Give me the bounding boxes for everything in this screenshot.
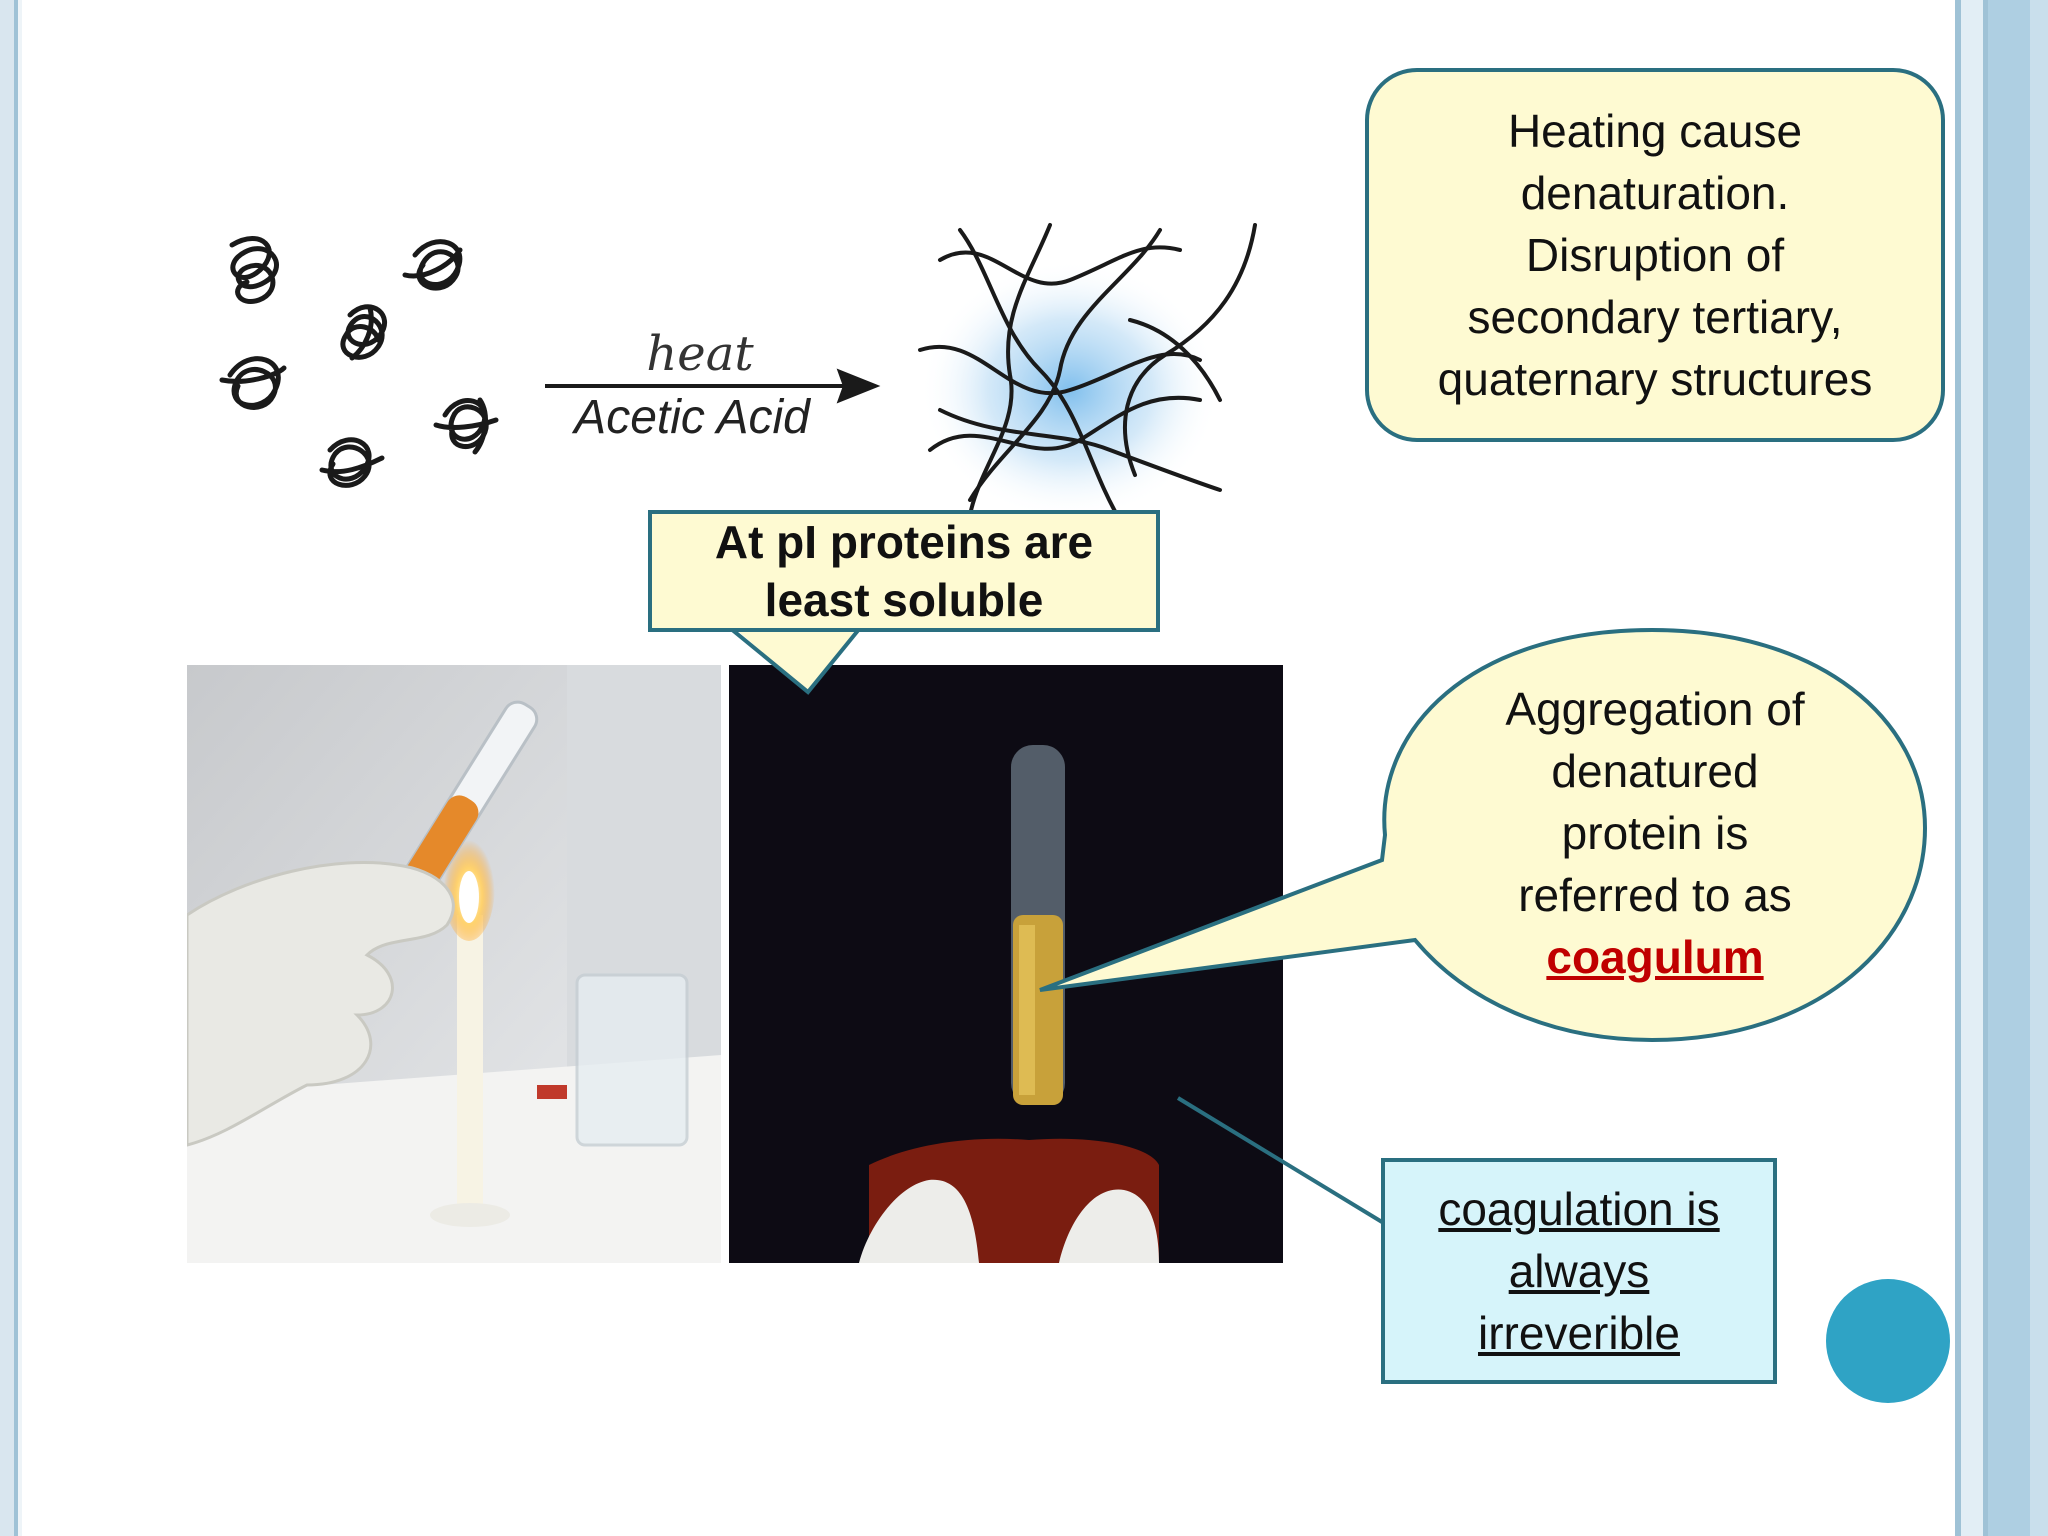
arrow-label-acetic-acid: Acetic Acid <box>574 391 810 444</box>
photo-heating-test-tube <box>187 665 721 1263</box>
callout-line: always <box>1508 1245 1650 1297</box>
coagulum-term: coagulum <box>1546 931 1764 983</box>
callout-line: referred to as <box>1518 869 1792 921</box>
callout-line: least soluble <box>764 574 1044 626</box>
right-border-band-edge <box>2030 0 2048 1536</box>
callout-irreversible: coagulation is always irreverible <box>1381 1158 1777 1384</box>
callout-pi-solubility: At pI proteins are least soluble <box>648 510 1160 632</box>
right-border-stripe <box>1961 0 1983 1536</box>
gloved-fingers <box>859 1179 1159 1263</box>
callout-line: denaturation. <box>1520 167 1790 219</box>
coil-2 <box>402 239 463 291</box>
callout-line: At pI proteins are <box>714 516 1094 568</box>
callout-line: quaternary structures <box>1437 353 1873 405</box>
coil-3 <box>340 304 388 361</box>
callout-line: Disruption of <box>1525 229 1785 281</box>
callout-line: Aggregation of <box>1505 683 1805 735</box>
right-border-line-2 <box>1983 0 1988 1536</box>
gloved-hand <box>187 860 455 1147</box>
coil-4 <box>219 356 287 410</box>
right-border-line <box>1955 0 1961 1536</box>
callout-line: protein is <box>1561 807 1749 859</box>
coil-6 <box>319 437 385 488</box>
left-border-line <box>14 0 18 1536</box>
coil-5 <box>433 397 499 455</box>
callout-line: Heating cause <box>1507 105 1803 157</box>
callout-line: secondary tertiary, <box>1467 291 1843 343</box>
coil-1 <box>229 236 279 304</box>
decorative-circle <box>1826 1279 1950 1403</box>
native-protein-coils <box>219 236 499 488</box>
denatured-network <box>918 223 1257 522</box>
callout-pi-pointer <box>730 624 862 695</box>
reaction-arrow <box>545 368 881 404</box>
callout-connector-line <box>1176 1096 1384 1224</box>
left-border-highlight <box>18 0 22 1536</box>
left-border-stripe <box>0 0 14 1536</box>
denaturation-diagram <box>219 223 1257 522</box>
arrow-label-heat: heat <box>646 326 754 382</box>
callout-coagulum: Aggregation of denatured protein is refe… <box>1380 620 1930 1040</box>
callout-denaturation: Heating cause denaturation. Disruption o… <box>1365 68 1945 442</box>
callout-coagulum-bubble <box>1039 627 1928 1043</box>
callout-line: denatured <box>1551 745 1759 797</box>
callout-line: irreverible <box>1478 1307 1680 1359</box>
callout-line: coagulation is <box>1438 1183 1720 1235</box>
